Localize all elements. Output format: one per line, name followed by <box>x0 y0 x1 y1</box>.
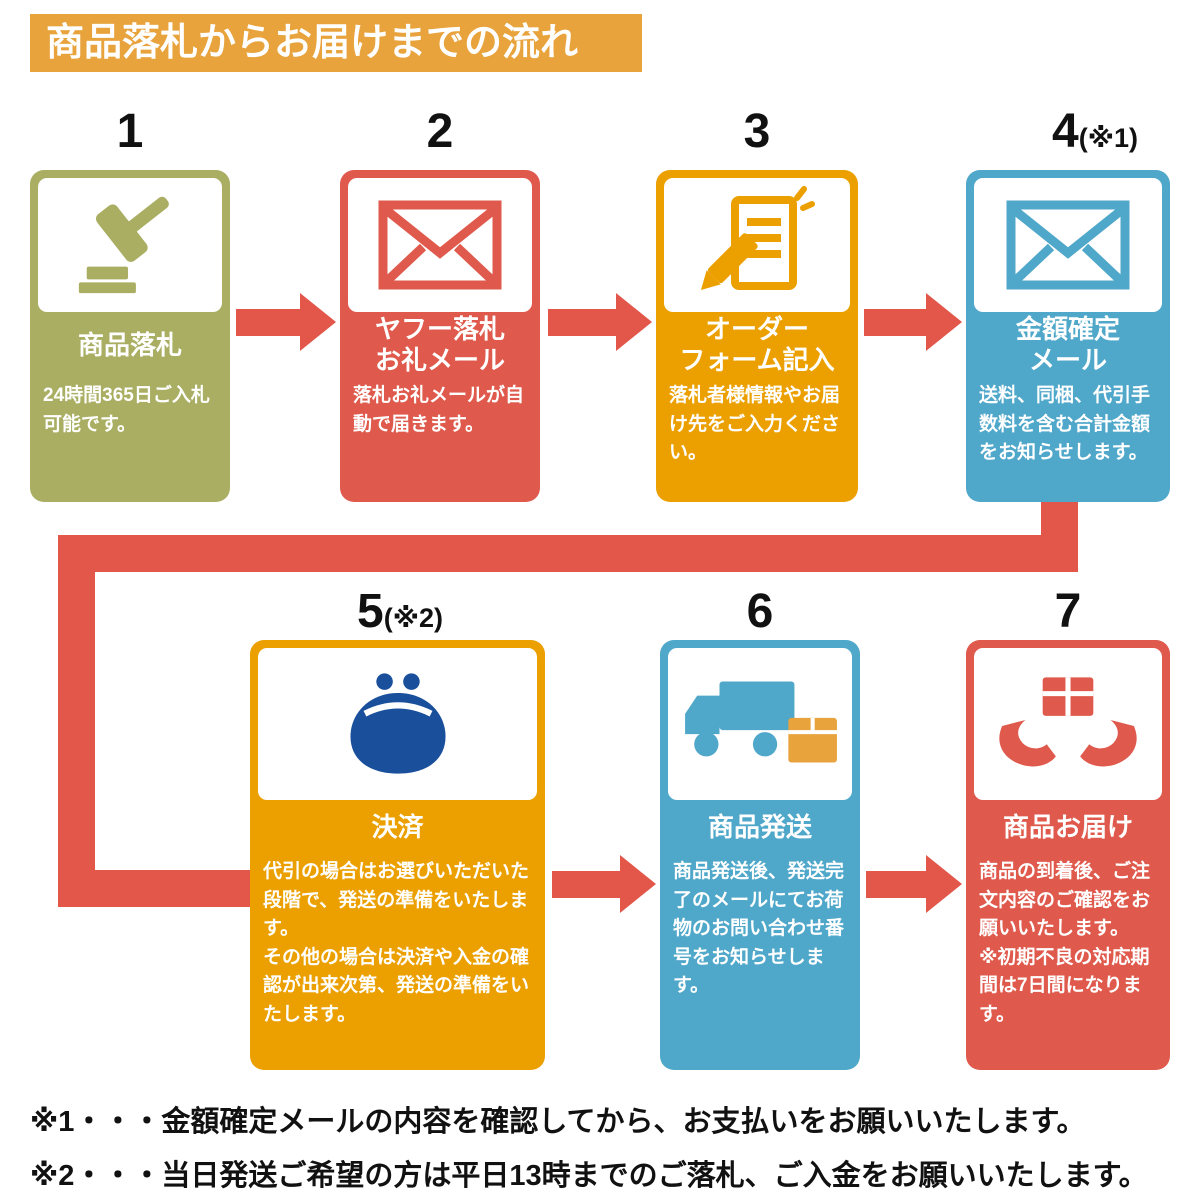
step-number: 2 <box>390 104 490 160</box>
step-number: 3 <box>707 104 807 160</box>
step-number-suffix: (※1) <box>1078 123 1138 153</box>
step-number-text: 7 <box>1054 585 1082 638</box>
step-number: 7 <box>1018 584 1118 640</box>
step-card-thankyou-mail: ヤフー落札 お礼メール 落札お礼メールが自動で届きます。 <box>340 170 540 502</box>
step-number: 1 <box>80 104 180 160</box>
flow-arrow-icon <box>866 855 962 913</box>
step-number-suffix: (※2) <box>383 603 443 633</box>
mail-icon <box>348 178 532 312</box>
step-number-text: 5 <box>357 585 384 638</box>
flow-connector <box>58 870 258 907</box>
step-description: 落札お礼メールが自動で届きます。 <box>353 385 525 435</box>
step-description: 商品の到着後、ご注文内容のご確認をお願いいたします。 ※初期不良の対応期間は7日… <box>979 861 1151 1025</box>
step-title: 金額確定 メール <box>1015 314 1120 375</box>
step-title: ヤフー落札 お礼メール <box>374 314 505 375</box>
flow-arrow-icon <box>864 293 962 351</box>
truck-icon <box>668 648 852 800</box>
step-title: オーダー フォーム記入 <box>679 314 835 375</box>
step-number-text: 3 <box>743 105 771 158</box>
order-form-icon <box>664 178 850 312</box>
step-card-price-confirm-mail: 金額確定 メール 送料、同梱、代引手数料を含む合計金額をお知らせします。 <box>966 170 1170 502</box>
step-title: 商品発送 <box>707 811 812 842</box>
step-card-auction-won: 商品落札 24時間365日ご入札可能です。 <box>30 170 230 502</box>
step-number-text: 2 <box>426 105 454 158</box>
step-description: 送料、同梱、代引手数料を含む合計金額をお知らせします。 <box>979 385 1151 463</box>
gavel-icon <box>38 178 222 312</box>
step-card-order-form: オーダー フォーム記入 落札者様情報やお届け先をご入力ください。 <box>656 170 858 502</box>
step-title: 商品落札 <box>77 329 182 360</box>
step-number-text: 1 <box>116 105 144 158</box>
step-number: 5(※2) <box>315 584 485 640</box>
step-card-delivery: 商品お届け 商品の到着後、ご注文内容のご確認をお願いいたします。 ※初期不良の対… <box>966 640 1170 1070</box>
flow-connector <box>58 535 95 907</box>
flow-arrow-icon <box>552 855 656 913</box>
step-description: 落札者様情報やお届け先をご入力ください。 <box>669 385 841 463</box>
step-description: 代引の場合はお選びいただいた段階で、発送の準備をいたします。 その他の場合は決済… <box>263 861 530 1025</box>
step-title: 決済 <box>371 811 424 842</box>
step-number: 6 <box>710 584 810 640</box>
step-number-text: 6 <box>746 585 774 638</box>
step-title: 商品お届け <box>1002 811 1133 842</box>
step-description: 24時間365日ご入札可能です。 <box>43 385 210 435</box>
step-card-payment: 決済 代引の場合はお選びいただいた段階で、発送の準備をいたします。 その他の場合… <box>250 640 545 1070</box>
purse-icon <box>258 648 537 800</box>
step-number-text: 4 <box>1052 105 1079 158</box>
step-description: 商品発送後、発送完了のメールにてお荷物のお問い合わせ番号をお知らせします。 <box>673 861 845 996</box>
footnote-1: ※1・・・金額確定メールの内容を確認してから、お支払いをお願いいたします。 <box>30 1106 1086 1138</box>
mail-icon <box>974 178 1162 312</box>
step-card-shipping: 商品発送 商品発送後、発送完了のメールにてお荷物のお問い合わせ番号をお知らせしま… <box>660 640 860 1070</box>
step-number: 4(※1) <box>1010 104 1180 160</box>
page-title: 商品落札からお届けまでの流れ <box>30 14 642 72</box>
flow-arrow-icon <box>548 293 652 351</box>
flow-arrow-icon <box>236 293 336 351</box>
delivery-hands-icon <box>974 648 1162 800</box>
flow-connector <box>58 535 1078 572</box>
footnote-2: ※2・・・当日発送ご希望の方は平日13時までのご落札、ご入金をお願いいたします。 <box>30 1160 1148 1192</box>
